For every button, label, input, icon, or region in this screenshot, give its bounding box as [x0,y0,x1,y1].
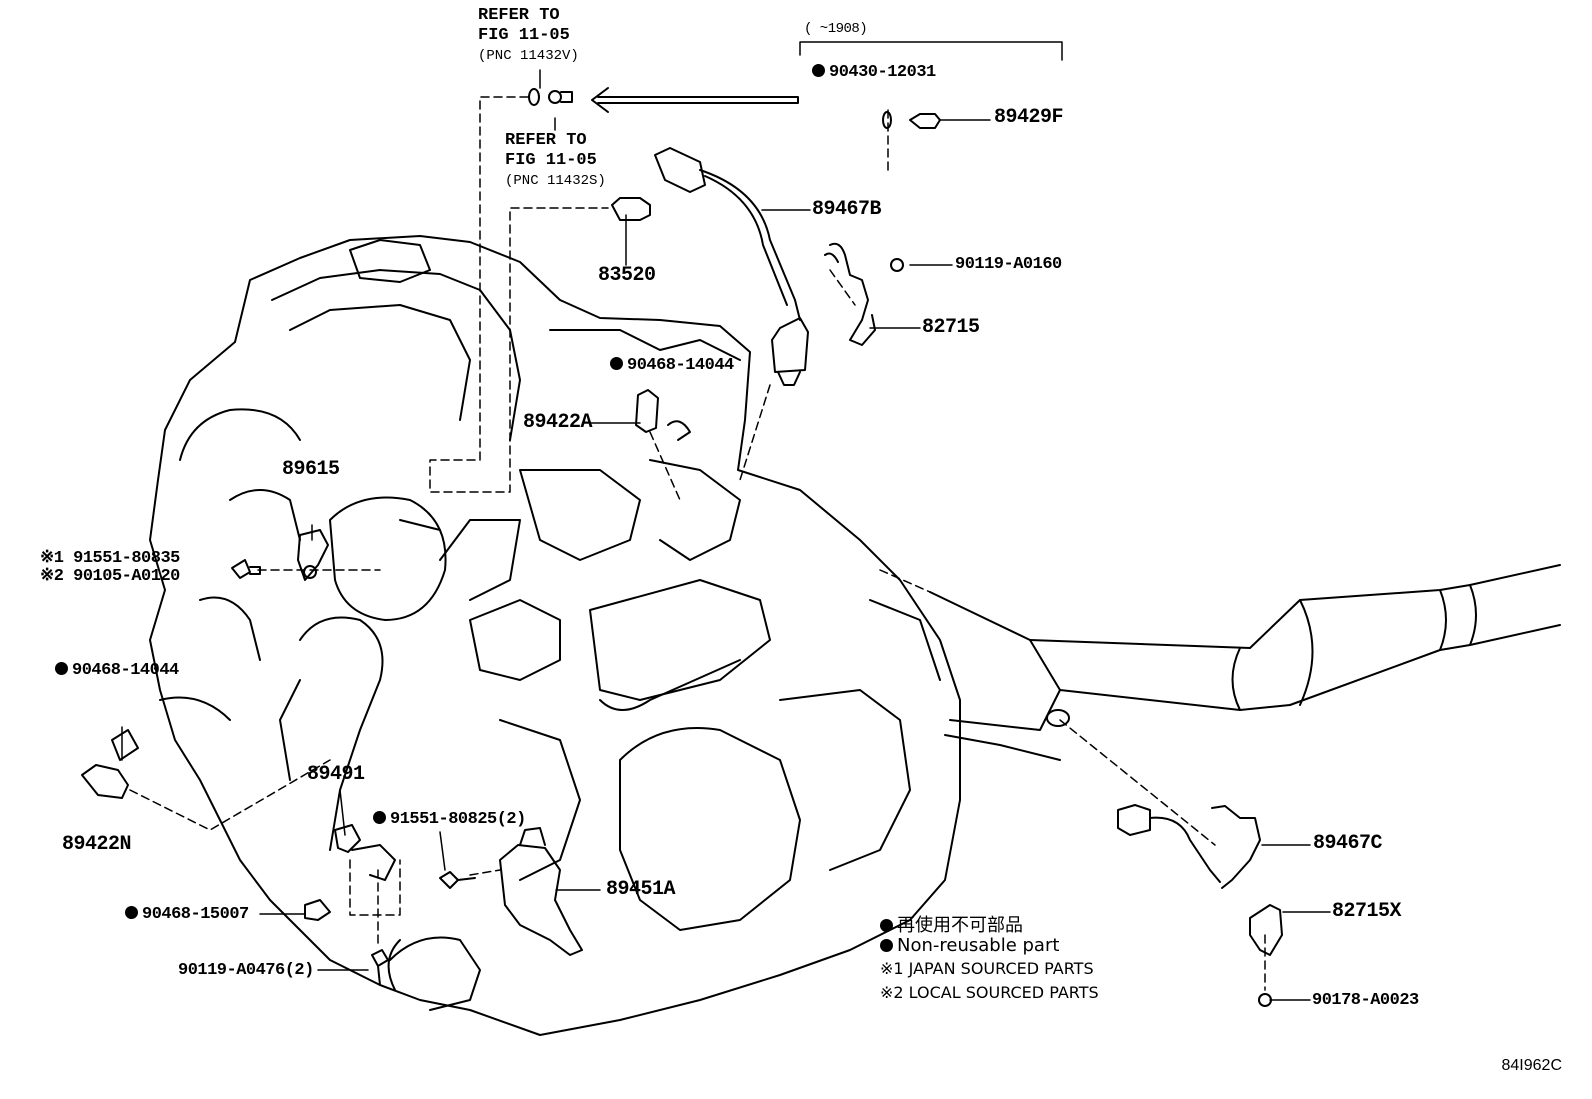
part-label-89491: 89491 [307,763,365,786]
part-label-89615: 89615 [282,458,340,481]
part-label-89422n: 89422N [62,833,132,856]
legend-row-jp: 再使用不可部品 [880,911,1099,936]
part-label-90468-14044-left: 90468-14044 [55,662,179,679]
non-reusable-dot-icon [55,662,68,675]
non-reusable-dot-icon [125,906,138,919]
part-label-90430: 90430-12031 [812,64,936,81]
non-reusable-dot-icon [880,939,893,952]
legend-row-note1: ※1 JAPAN SOURCED PARTS [880,959,1094,978]
leader-lines [121,41,1331,1001]
part-label-83520: 83520 [598,264,656,287]
part-label-89429f: 89429F [994,106,1064,129]
part-label-89467b: 89467B [812,198,882,221]
refer-line-3: (PNC 11432S) [505,173,606,189]
legend: 再使用不可部品 Non-reusable part ※1 JAPAN SOURC… [880,911,1099,1007]
part-label-91551-80825: 91551-80825(2) [373,811,526,828]
part-label-90119-a0476: 90119-A0476(2) [178,961,314,980]
part-label-90119-a0160: 90119-A0160 [955,255,1062,274]
dashed-leaders [129,96,1266,991]
refer-line-2: FIG 11-05 [478,26,570,45]
production-bracket-note: ( ~1908) [804,21,868,37]
part-label-89451a: 89451A [606,878,676,901]
part-label-90468-14044-top: 90468-14044 [610,357,734,374]
refer-note-11432v: REFER TO FIG 11-05 (PNC 11432V) [478,6,579,66]
part-label-90178-a0023: 90178-A0023 [1312,991,1419,1010]
refer-line-1: REFER TO [478,6,560,25]
part-label-82715: 82715 [922,316,980,339]
refer-line-1: REFER TO [505,131,587,150]
part-label-89422a: 89422A [523,411,593,434]
non-reusable-dot-icon [610,357,623,370]
part-label-90105-a0120: ※2 90105-A0120 [40,567,180,586]
non-reusable-dot-icon [880,919,893,932]
part-label-91551-80835: ※1 91551-80835 [40,549,180,568]
diagram-code: 84I962C [1501,1057,1563,1074]
legend-row-note2: ※2 LOCAL SOURCED PARTS [880,983,1099,1002]
part-label-89467c: 89467C [1313,832,1383,855]
part-label-90468-15007: 90468-15007 [125,906,249,923]
refer-note-11432s: REFER TO FIG 11-05 (PNC 11432S) [505,131,606,191]
engine-block-outline [149,235,961,1036]
sensor-parts [81,88,1283,1007]
legend-row-en: Non-reusable part [880,935,1099,959]
non-reusable-dot-icon [812,64,825,77]
exhaust-catalyst-outline [929,564,1561,761]
part-label-82715x: 82715X [1332,900,1402,923]
refer-line-3: (PNC 11432V) [478,48,579,64]
non-reusable-dot-icon [373,811,386,824]
refer-line-2: FIG 11-05 [505,151,597,170]
